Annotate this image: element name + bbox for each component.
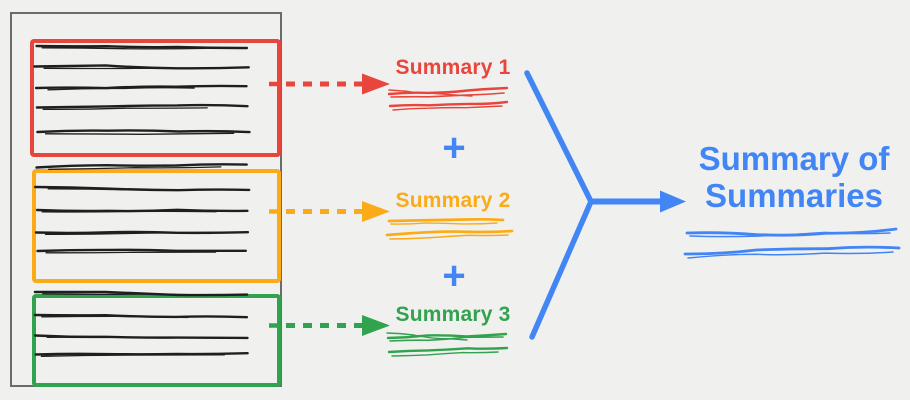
red-dashed-arrow-icon — [269, 73, 390, 95]
orange-dashed-arrow-icon — [269, 201, 390, 222]
document-section-red — [30, 39, 281, 157]
summary-2-scribble — [385, 217, 514, 240]
result-title-line-2: Summaries — [705, 177, 883, 214]
document-section-green — [32, 294, 281, 387]
summary-1-label: Summary 1 — [395, 56, 511, 79]
document-section-orange — [32, 169, 281, 283]
result-underline-scribble — [683, 227, 901, 259]
merge-arrow-icon — [591, 190, 686, 213]
summary-3-label: Summary 3 — [395, 303, 511, 326]
summary-1-scribble — [387, 86, 509, 111]
result-title: Summary of Summaries — [682, 140, 906, 214]
summary-2-label: Summary 2 — [395, 189, 511, 212]
result-title-line-1: Summary of — [698, 140, 890, 177]
source-document — [10, 12, 282, 387]
merge-connector — [524, 70, 594, 340]
plus-operator-1: + — [442, 126, 466, 170]
summary-3-scribble — [386, 332, 509, 357]
plus-operator-2: + — [442, 254, 466, 298]
green-dashed-arrow-icon — [269, 315, 390, 336]
